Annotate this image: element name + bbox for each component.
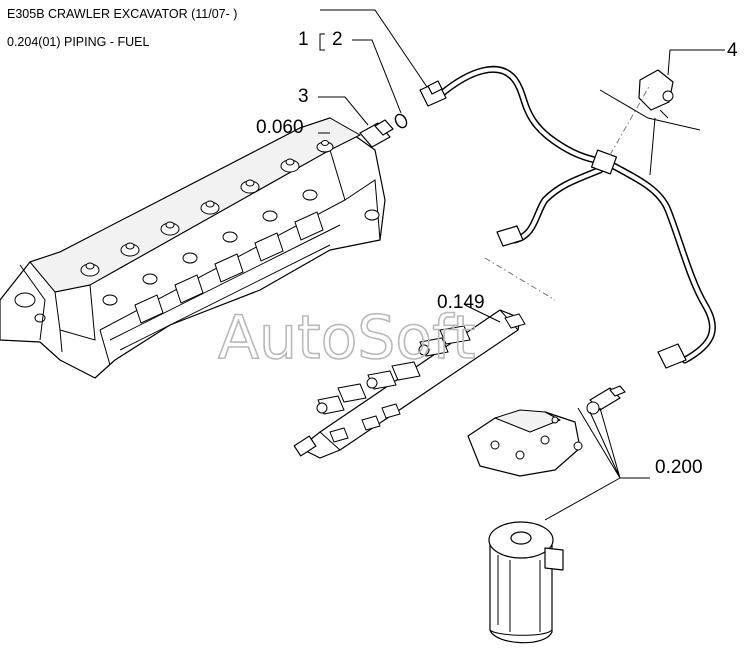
- callout-4: 4: [727, 40, 738, 61]
- callout-0149: 0.149: [437, 292, 485, 313]
- cylinder-head: [0, 117, 386, 379]
- fuel-filter: [488, 521, 564, 644]
- centerline-rail: [484, 257, 556, 301]
- leader-lines: [318, 9, 725, 521]
- diagram-title: E305B CRAWLER EXCAVATOR (11/07- ): [7, 7, 238, 21]
- temperature-sensor: [359, 119, 394, 148]
- callout-0200: 0.200: [655, 457, 703, 478]
- callout-0060: 0.060: [256, 117, 304, 138]
- pressure-sender: [586, 385, 626, 415]
- filter-head: [467, 409, 583, 477]
- callout-2: 2: [332, 29, 343, 50]
- fuel-rail: [293, 309, 526, 459]
- o-ring: [394, 113, 408, 129]
- callout-1: 1: [298, 29, 309, 50]
- diagram-subtitle: 0.204(01) PIPING - FUEL: [7, 35, 150, 49]
- fuel-piping-harness: [419, 65, 716, 369]
- centerline-filter: [609, 84, 651, 156]
- watermark: AutoSoft: [218, 303, 476, 373]
- callout-3: 3: [298, 86, 309, 107]
